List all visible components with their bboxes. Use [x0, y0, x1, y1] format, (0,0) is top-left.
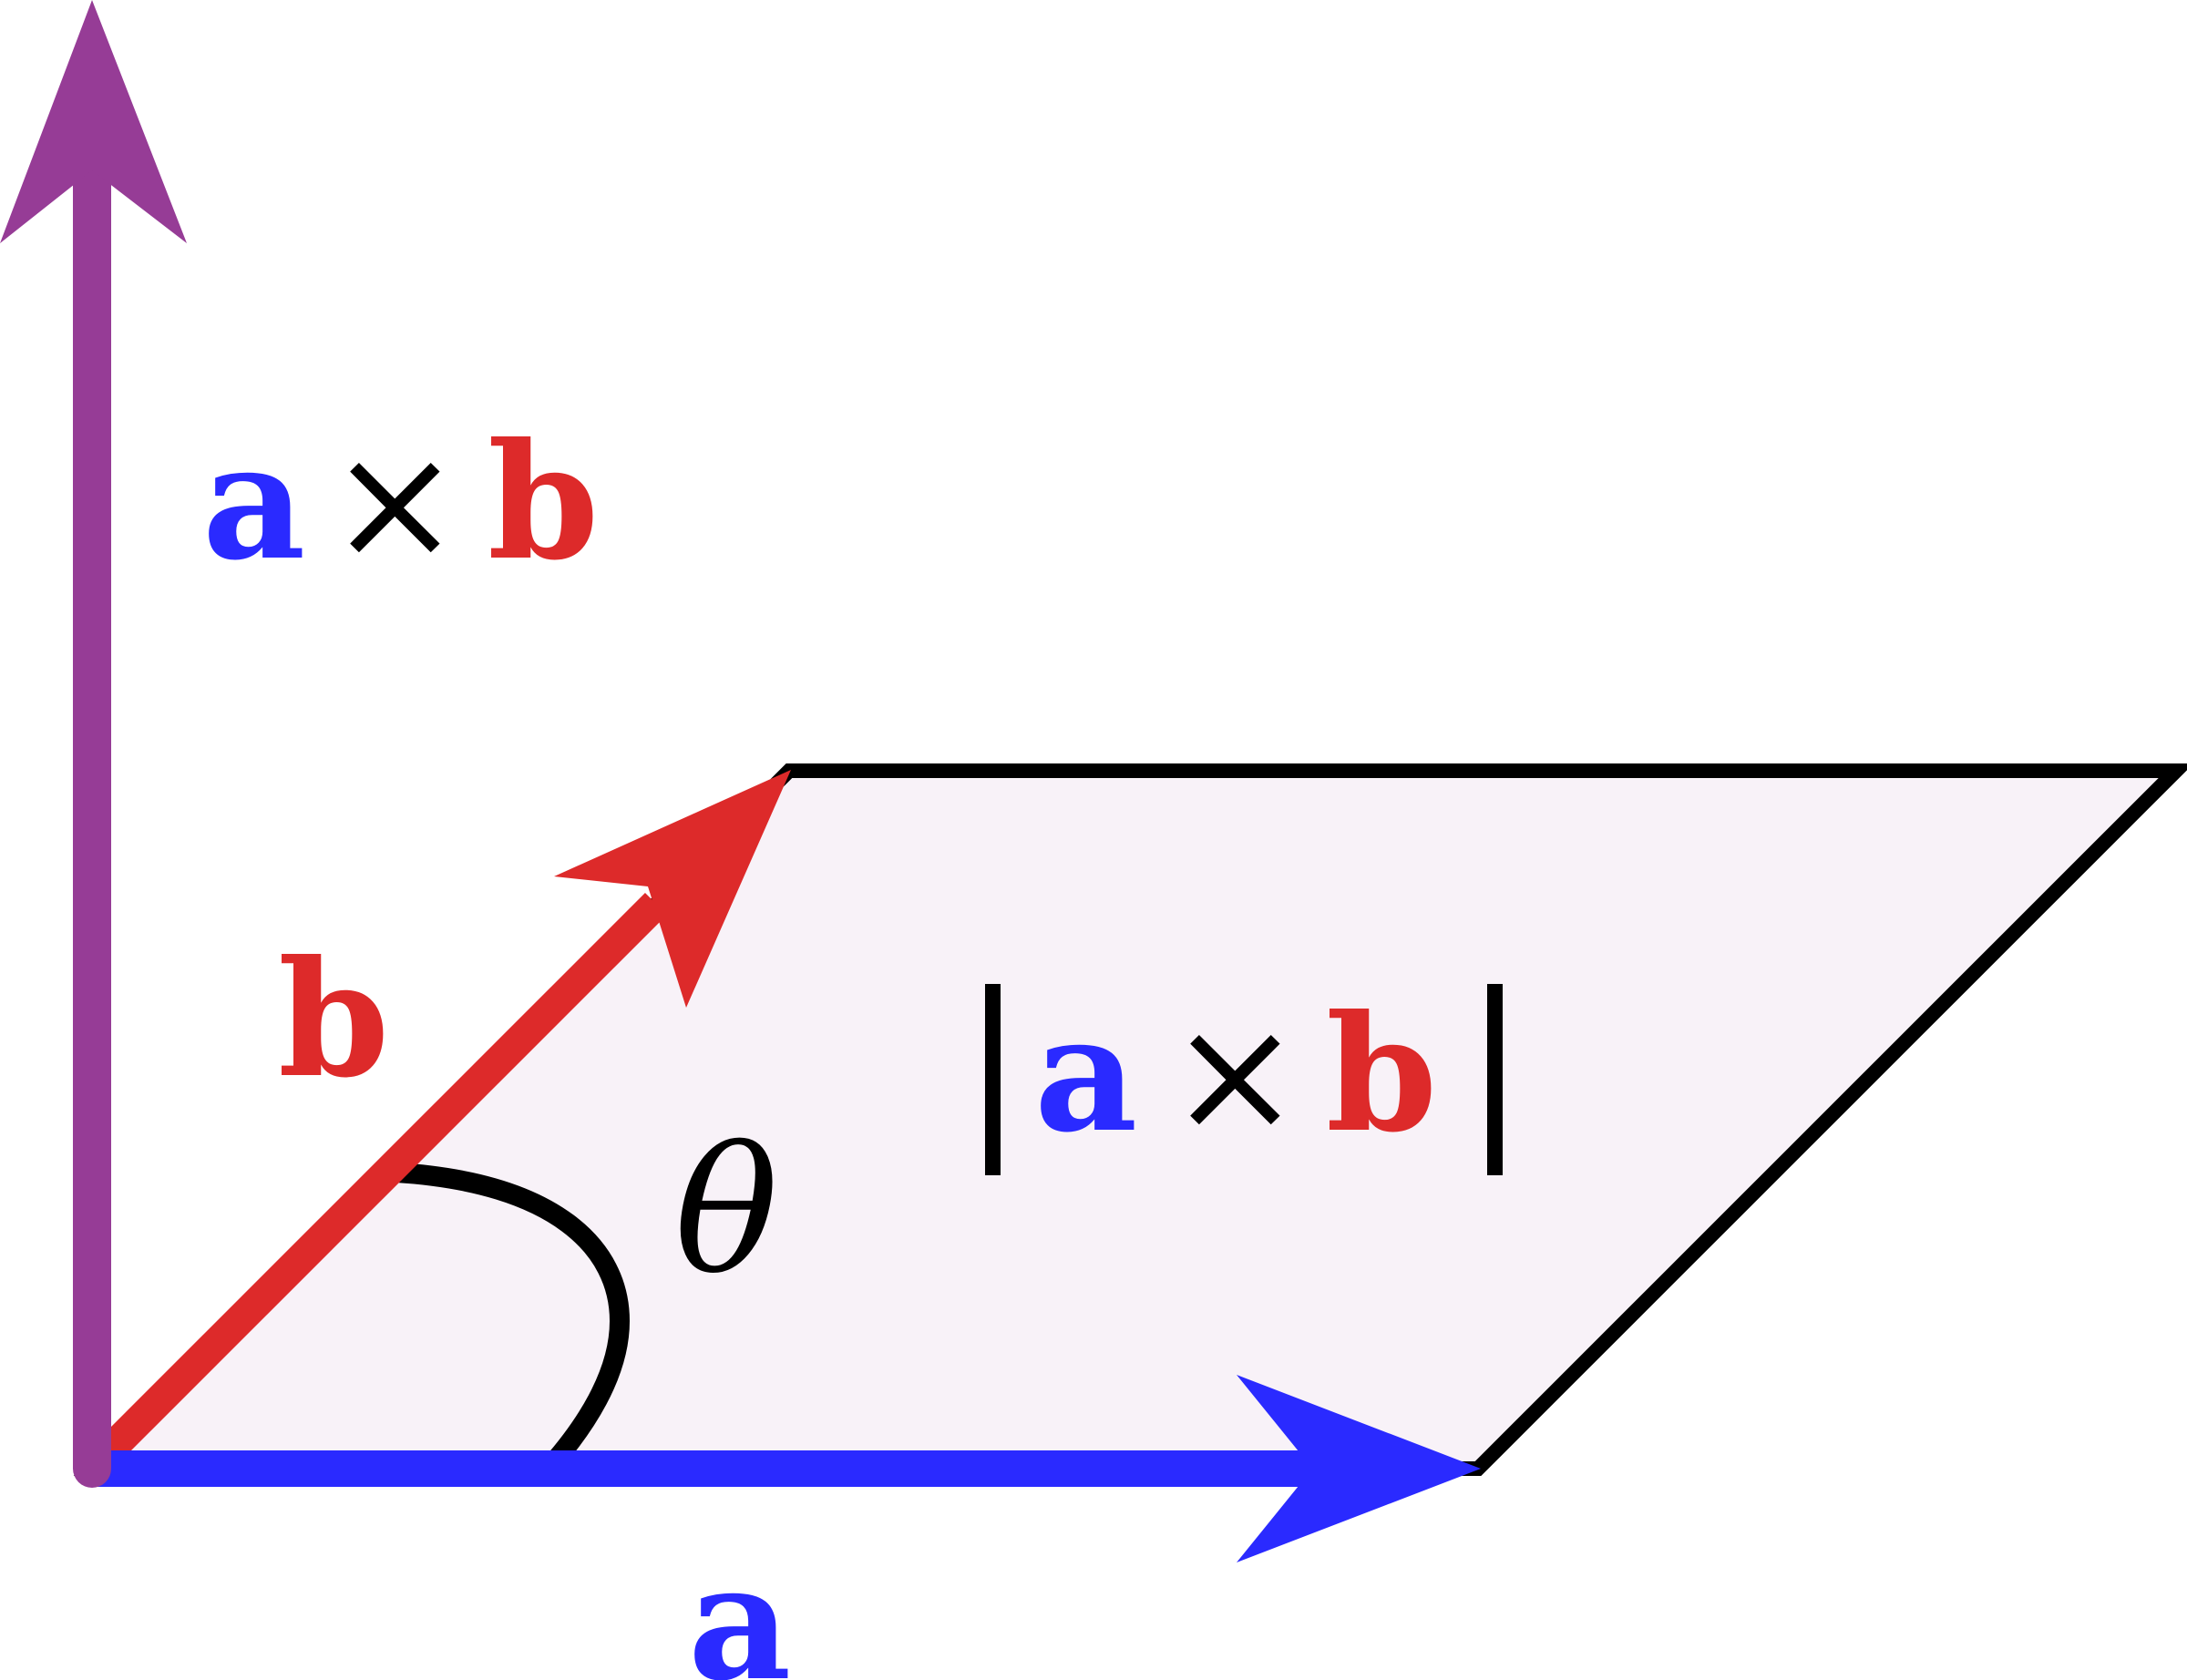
vector-b-arrow	[79, 770, 791, 1480]
cross-label-times: ×	[328, 411, 462, 596]
magnitude-label: a × b	[985, 981, 1503, 1175]
magnitude-bar-right	[1487, 984, 1503, 1175]
angle-arc	[395, 1163, 631, 1472]
magnitude-label-a: a	[1034, 981, 1137, 1168]
cross-product-label: a	[202, 409, 305, 596]
cross-label-b: b	[488, 409, 599, 596]
cross-product-arrow	[0, 0, 187, 1488]
cross-label-a: a	[202, 409, 305, 596]
magnitude-bar-left	[985, 984, 1001, 1175]
vector-a-arrow	[91, 1375, 1481, 1562]
vector-b-label: b	[278, 927, 389, 1113]
vector-a-label: a	[688, 1530, 791, 1680]
theta-label: θ	[674, 1111, 778, 1312]
magnitude-label-times: ×	[1168, 983, 1302, 1168]
magnitude-label-b: b	[1326, 981, 1437, 1168]
